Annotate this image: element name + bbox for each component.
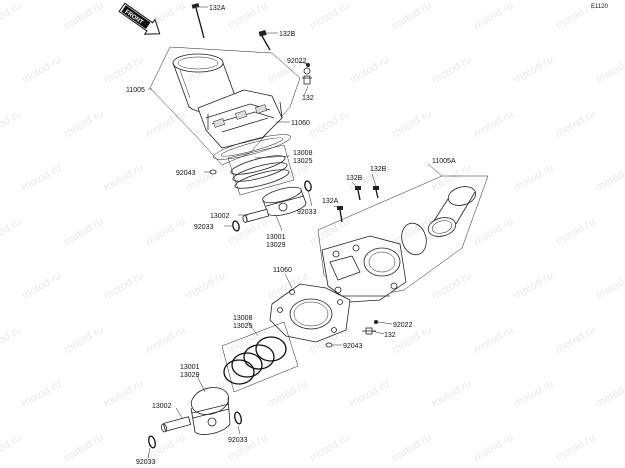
label-13002-top: 13002 <box>210 213 230 220</box>
piston-lower <box>190 387 231 435</box>
piston-ring-set-upper <box>227 144 295 196</box>
label-132b-top: 132B <box>279 31 296 38</box>
snap-ring-lower-left <box>148 435 156 449</box>
bolt-132a-top <box>191 3 205 39</box>
snap-ring-upper-left <box>232 220 240 232</box>
label-13001-top: 13001 <box>266 234 286 241</box>
label-92033-top-left: 92033 <box>194 224 214 231</box>
cylinder-liner-lower <box>427 186 477 237</box>
label-92033-bottom-right: 92033 <box>228 437 248 444</box>
piston-pin-lower <box>160 416 192 433</box>
label-13008-top: 13008 <box>293 150 313 157</box>
label-13008-bottom: 13008 <box>233 315 253 322</box>
bolt-132b-mid <box>355 186 361 201</box>
diagram-code: E1120 <box>591 4 609 10</box>
cylinder-gasket-lower <box>269 283 351 343</box>
bolt-132a-mid <box>337 206 343 223</box>
bolt-132b-top <box>258 30 271 51</box>
label-11060-mid: 11060 <box>273 267 292 274</box>
label-92033-top-right: 92033 <box>297 209 317 216</box>
stud-132-mid <box>362 327 376 335</box>
label-13029-top: 13029 <box>266 242 286 249</box>
label-92043-top: 92043 <box>176 170 196 177</box>
label-92033-bottom-left: 92033 <box>136 459 156 466</box>
nut-92022-mid <box>374 320 378 324</box>
label-11005: 11005 <box>126 87 145 94</box>
snap-ring-upper-right <box>304 180 312 192</box>
bolt-132b-mid-right <box>373 186 379 199</box>
label-13029-bottom: 13029 <box>180 372 200 379</box>
clip-92043-upper <box>209 169 217 175</box>
label-13001-bottom: 13001 <box>180 364 200 371</box>
label-13025-top: 13025 <box>293 158 313 165</box>
label-132a-top: 132A <box>209 5 226 12</box>
label-11060-top: 11060 <box>291 120 310 127</box>
label-92022-mid: 92022 <box>393 322 413 329</box>
stud-132-top <box>302 67 312 85</box>
label-11005a: 11005A <box>432 158 456 165</box>
piston-upper <box>262 186 307 216</box>
front-direction-badge: FRONT <box>118 2 161 35</box>
label-132b-mid-right: 132B <box>370 166 387 173</box>
snap-ring-lower-right <box>234 411 242 425</box>
cylinder-block-lower <box>321 235 407 303</box>
label-132a-mid: 132A <box>322 198 339 205</box>
label-132-top: 132 <box>302 95 314 102</box>
part-labels: 132A 132B 92022 132 11005 11060 13008 13… <box>126 5 456 466</box>
liner-seal-ring-lower <box>401 222 427 256</box>
label-92043-mid: 92043 <box>343 343 363 350</box>
cylinder-gasket-upper <box>213 134 291 160</box>
piston-pin-upper <box>242 208 270 223</box>
leader-lines <box>147 6 443 459</box>
label-92022-top: 92022 <box>287 58 307 65</box>
label-13025-bottom: 13025 <box>233 323 253 330</box>
label-132b-mid: 132B <box>346 175 363 182</box>
cylinder-11005-outline <box>149 46 301 166</box>
cylinder-block-upper <box>197 89 283 149</box>
label-13002-bottom: 13002 <box>152 403 172 410</box>
clip-92043-mid <box>325 342 333 348</box>
label-132-mid: 132 <box>384 332 396 339</box>
piston-ring-set-lower <box>221 321 299 393</box>
